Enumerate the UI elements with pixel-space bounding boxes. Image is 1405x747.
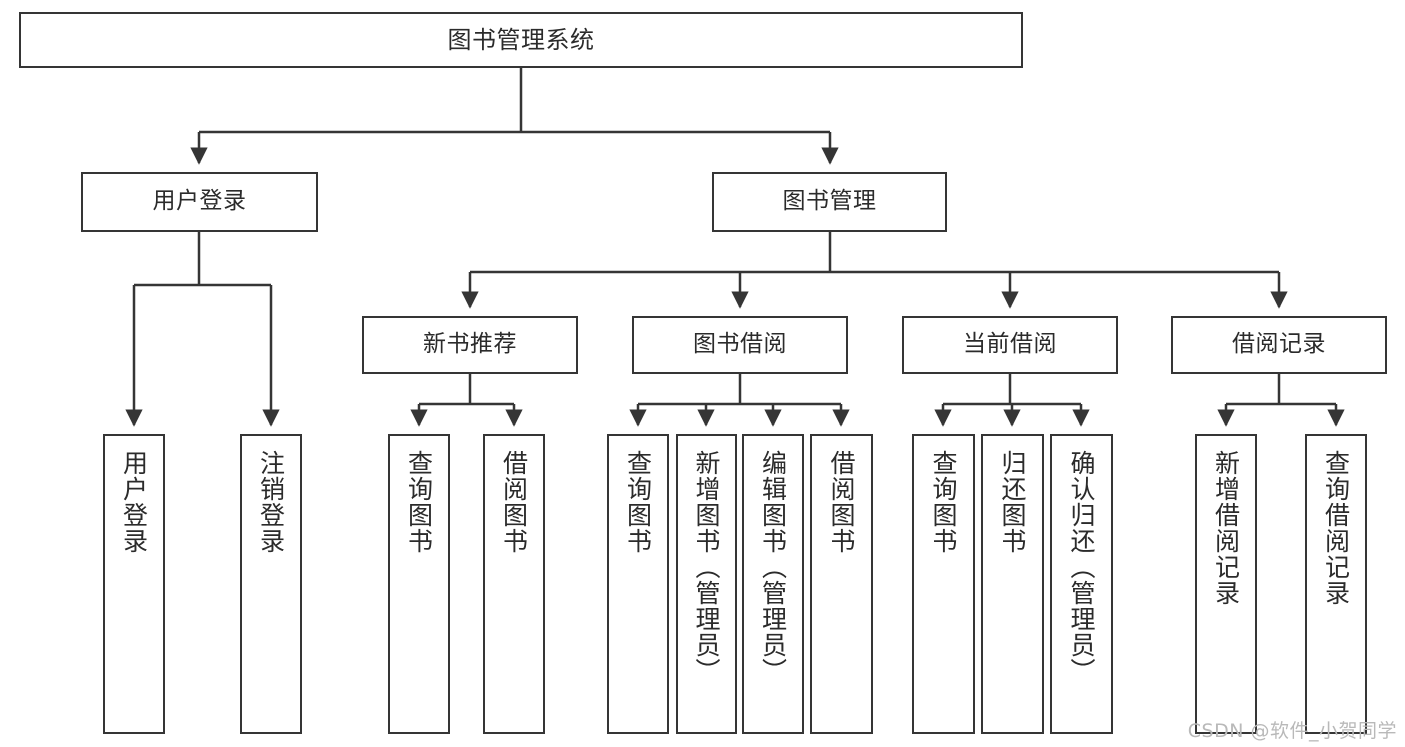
- node-label: 查询借阅记录: [1321, 450, 1351, 606]
- node-label: 用户登录: [152, 188, 247, 215]
- node-leaf-edit-book[interactable]: 编辑图书（管理员）: [742, 434, 804, 734]
- node-leaf-add-book[interactable]: 新增图书（管理员）: [676, 434, 737, 734]
- node-label: 借阅图书: [827, 450, 856, 554]
- node-label: 新增借阅记录: [1211, 450, 1241, 606]
- node-label: 图书借阅: [693, 331, 787, 358]
- node-label: 查询图书: [404, 450, 434, 554]
- node-leaf-query-book-3[interactable]: 查询图书: [912, 434, 975, 734]
- node-leaf-borrow-book-2[interactable]: 借阅图书: [810, 434, 873, 734]
- node-label: 当前借阅: [963, 331, 1057, 358]
- node-label: 编辑图书（管理员）: [758, 450, 788, 684]
- node-label: 借阅记录: [1232, 331, 1326, 358]
- node-leaf-query-book-1[interactable]: 查询图书: [388, 434, 450, 734]
- node-new-book-recommend[interactable]: 新书推荐: [362, 316, 578, 374]
- node-label: 新书推荐: [423, 331, 517, 358]
- node-book-management-system[interactable]: 图书管理系统: [19, 12, 1023, 68]
- node-current-borrow[interactable]: 当前借阅: [902, 316, 1118, 374]
- node-label: 查询图书: [623, 450, 653, 554]
- node-user-login[interactable]: 用户登录: [81, 172, 318, 232]
- node-leaf-confirm-return[interactable]: 确认归还（管理员）: [1050, 434, 1113, 734]
- node-borrow-record[interactable]: 借阅记录: [1171, 316, 1387, 374]
- node-label: 归还图书: [998, 450, 1027, 554]
- node-label: 图书管理系统: [447, 25, 595, 54]
- node-label: 确认归还（管理员）: [1067, 450, 1096, 684]
- node-leaf-user-login[interactable]: 用户登录: [103, 434, 165, 734]
- node-leaf-add-record[interactable]: 新增借阅记录: [1195, 434, 1257, 734]
- node-leaf-return-book[interactable]: 归还图书: [981, 434, 1044, 734]
- node-label: 图书管理: [782, 188, 877, 215]
- node-label: 借阅图书: [499, 450, 529, 554]
- node-label: 用户登录: [119, 450, 149, 554]
- csdn-watermark: CSDN @软件_小贺同学: [1187, 720, 1397, 742]
- node-label: 注销登录: [256, 450, 286, 554]
- node-leaf-user-logout[interactable]: 注销登录: [240, 434, 302, 734]
- node-leaf-query-book-2[interactable]: 查询图书: [607, 434, 669, 734]
- node-leaf-query-record[interactable]: 查询借阅记录: [1305, 434, 1367, 734]
- node-book-borrow[interactable]: 图书借阅: [632, 316, 848, 374]
- node-label: 新增图书（管理员）: [692, 450, 721, 684]
- node-book-management[interactable]: 图书管理: [712, 172, 947, 232]
- node-leaf-borrow-book-1[interactable]: 借阅图书: [483, 434, 545, 734]
- node-label: 查询图书: [929, 450, 958, 554]
